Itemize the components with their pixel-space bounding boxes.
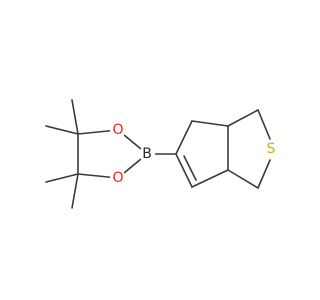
oxygen-top-atom: O — [110, 122, 126, 138]
bond-methyl-3 — [45, 173, 79, 183]
molecule-structure: B O O S — [45, 99, 279, 209]
oxygen-top-background — [110, 122, 126, 138]
bond-c6a-c6 — [191, 169, 229, 188]
bond-lines — [45, 99, 271, 209]
oxygen-top-label: O — [112, 122, 123, 138]
bond-c6-c5-double — [183, 155, 197, 181]
bond-c3-s — [257, 109, 271, 140]
bond-c5-c4 — [175, 120, 193, 155]
bond-s-c1 — [257, 159, 271, 189]
boron-atom: B — [139, 146, 155, 162]
sulfur-atom-background — [263, 141, 279, 157]
oxygen-bottom-atom: O — [110, 170, 126, 186]
bond-methyl-2 — [45, 125, 79, 135]
sulfur-label: S — [267, 141, 276, 157]
structure-canvas: B O O S — [45, 99, 279, 209]
boron-atom-background — [139, 146, 155, 162]
bond-c3a-c3 — [227, 109, 259, 127]
bond-c1-c6a — [227, 169, 259, 189]
bond-methyl-1 — [71, 99, 79, 135]
bond-methyl-4 — [71, 173, 79, 209]
oxygen-bottom-background — [110, 170, 126, 186]
atom-labels: B O O S — [110, 122, 279, 186]
oxygen-bottom-label: O — [112, 170, 123, 186]
sulfur-atom: S — [263, 141, 279, 157]
bond-c4-c3a — [191, 120, 229, 127]
boron-label: B — [142, 146, 152, 162]
bond-c6-c5 — [175, 153, 193, 188]
